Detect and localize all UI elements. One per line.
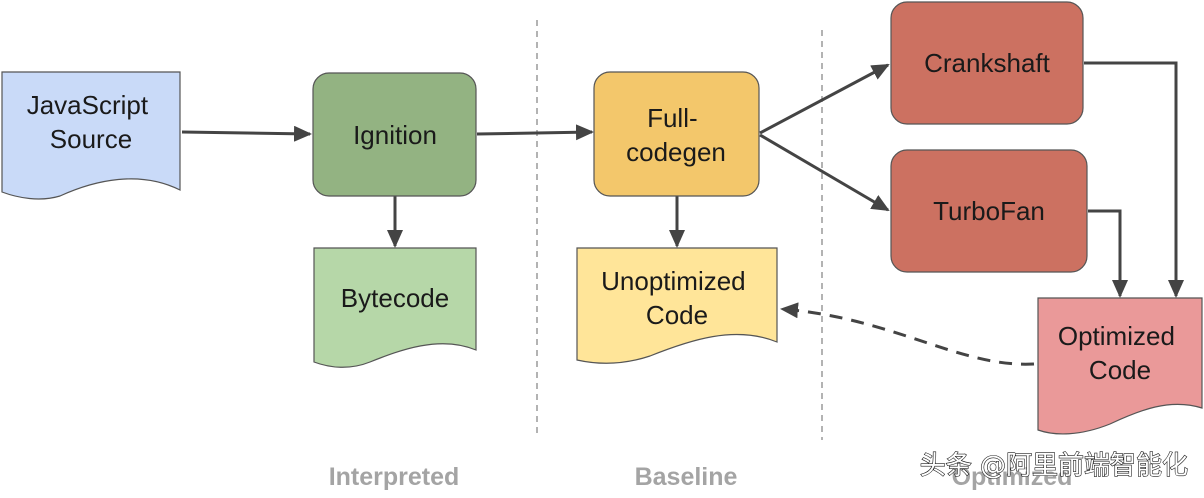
edge-fullcodegen-to-turbofan (759, 133, 890, 212)
bytecode-shape (313, 247, 477, 368)
full-codegen-line2: codegen (626, 137, 726, 167)
node-crankshaft: Crankshaft (890, 1, 1084, 125)
svg-text:Full- codegen: Full- codegen (626, 103, 726, 167)
optimized-code-line1: Optimized (1058, 321, 1175, 351)
unoptimized-code-line1: Unoptimized (601, 266, 746, 296)
node-full-codegen: Full- codegen (593, 71, 760, 197)
edge-fullcodegen-to-crankshaft (759, 63, 890, 135)
full-codegen-shape (593, 71, 760, 197)
svg-text:Optimized Code: Optimized Code (1058, 321, 1182, 385)
phase-label-baseline: Baseline (635, 463, 738, 491)
javascript-source-line1: JavaScript (27, 90, 149, 120)
edge-crankshaft-to-optimized (1084, 61, 1184, 298)
optimized-code-shape (1037, 297, 1203, 435)
node-unoptimized-code: Unoptimized Code (576, 247, 778, 364)
ignition-label: Ignition (353, 120, 437, 150)
optimized-code-line2: Code (1089, 355, 1151, 385)
ignition-shape (312, 72, 477, 197)
phase-label-interpreted: Interpreted (329, 463, 460, 491)
edges (181, 61, 1184, 366)
unoptimized-code-line2: Code (646, 300, 708, 330)
edge-optimized-to-unoptimized-deopt (780, 302, 1035, 366)
turbofan-label: TurboFan (933, 196, 1045, 226)
node-bytecode: Bytecode (313, 247, 477, 368)
node-turbofan: TurboFan (890, 149, 1088, 273)
crankshaft-label: Crankshaft (924, 48, 1050, 78)
edge-turbofan-to-optimized (1088, 209, 1128, 298)
svg-text:JavaScript Source: JavaScript Source (27, 90, 156, 154)
watermark-text: 头条 @阿里前端智能化 (920, 451, 1188, 481)
node-optimized-code: Optimized Code (1037, 297, 1203, 435)
phase-label-optimized: Optimized (952, 463, 1073, 491)
javascript-source-line2: Source (50, 124, 132, 154)
bytecode-label: Bytecode (341, 283, 449, 313)
crankshaft-shape (890, 1, 1084, 125)
unoptimized-code-shape (576, 247, 778, 364)
svg-text:Unoptimized Code: Unoptimized Code (601, 266, 753, 330)
edge-ignition-to-fullcodegen (476, 124, 594, 141)
edge-source-to-ignition (181, 125, 312, 142)
javascript-source-shape (1, 71, 181, 200)
turbofan-shape (890, 149, 1088, 273)
full-codegen-line1: Full- (647, 103, 698, 133)
node-ignition: Ignition (312, 72, 477, 197)
node-javascript-source: JavaScript Source (1, 71, 181, 200)
